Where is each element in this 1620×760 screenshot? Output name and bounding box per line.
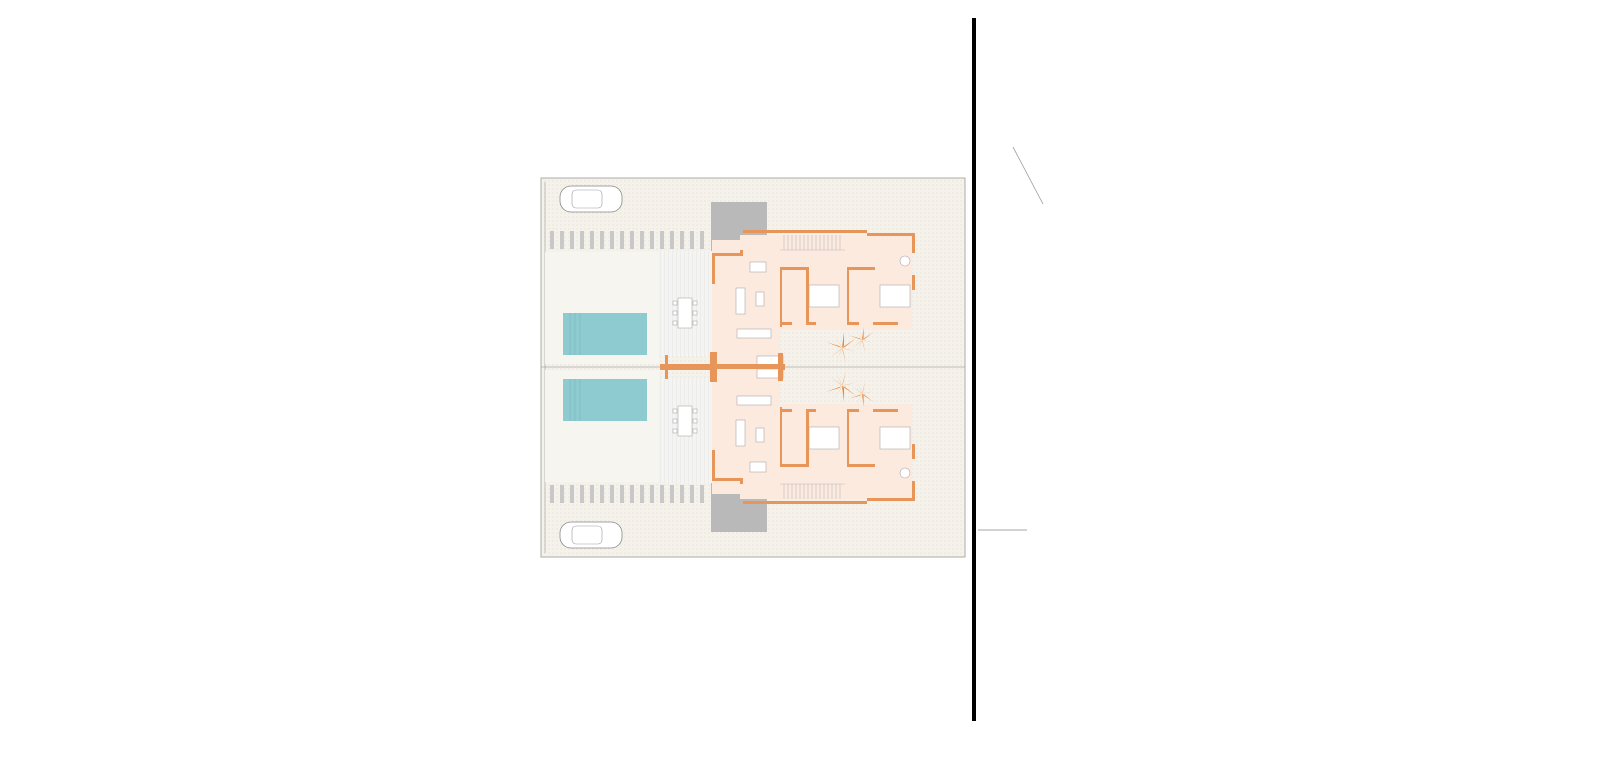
boundary-line	[972, 18, 976, 721]
